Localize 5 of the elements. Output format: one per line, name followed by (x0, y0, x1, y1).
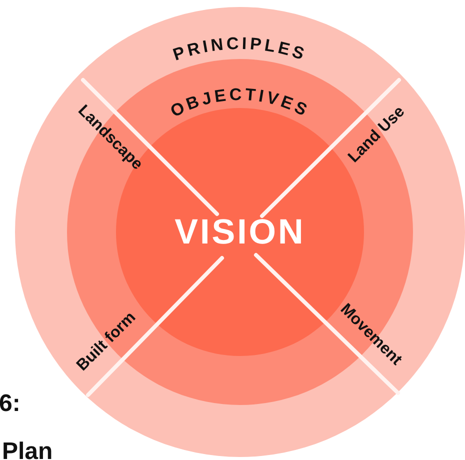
figure-number: 6: (0, 392, 20, 416)
ring-title: OBJECTIVES (167, 84, 313, 121)
center-title: VISION (174, 214, 306, 250)
ring-title: PRINCIPLES (170, 34, 310, 64)
figure-caption: Plan (2, 440, 53, 460)
